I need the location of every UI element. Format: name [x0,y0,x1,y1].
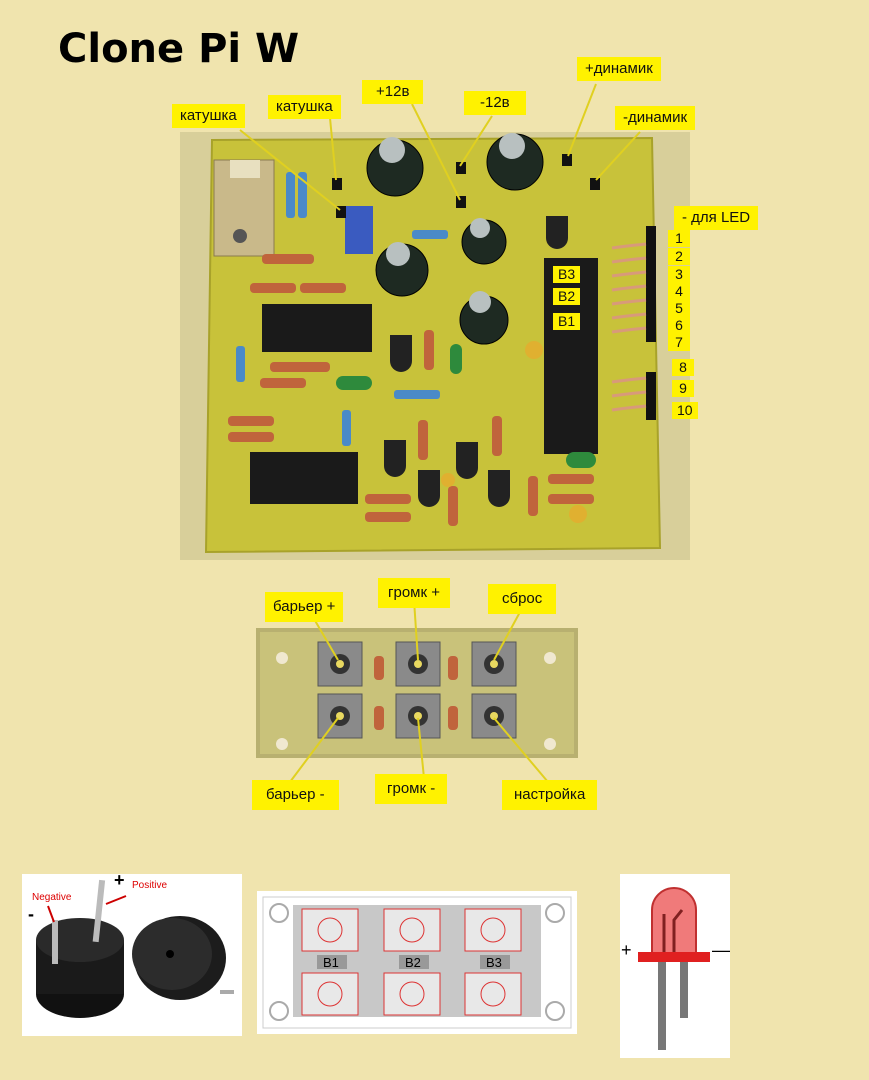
led-minus-sign: — [712,940,730,960]
layout-label-b3: B3 [486,955,502,970]
layout-label-b1: B1 [323,955,339,970]
led-panel: + — [620,874,730,1058]
led-pin: 1 [668,230,690,247]
label-b3: B3 [553,266,581,283]
label-coil-2: катушка [268,95,341,119]
led-pin: 7 [668,334,690,351]
label-speaker-minus: -динамик [615,106,696,130]
led-plus-sign: + [621,940,632,960]
label-b1: B1 [553,313,581,330]
led-pin: 4 [668,283,690,300]
label-volume-minus: громк - [375,774,448,804]
button-board [256,599,578,783]
buzzer-negative-label: Negative [32,892,72,903]
pointer-lines [239,83,641,211]
led-pin: 3 [668,266,690,283]
led-pin: 6 [668,317,690,334]
label-led-minus: - для LED [674,206,759,230]
led-pin: 10 [672,402,698,419]
led-pin: 9 [672,380,694,397]
led-pin: 8 [672,359,694,376]
connectors [332,154,656,420]
label-speaker-plus: +динамик [577,57,661,81]
resistors [228,254,594,526]
label-plus-12v: +12в [362,80,424,104]
voltage-regulator [213,159,275,257]
buzzer-minus-sign: - [28,904,34,924]
page-title: Clone Pi W [58,26,300,72]
label-setup: настройка [502,780,598,810]
button-layout-panel: B1 B2 B3 [257,891,577,1034]
buzzer-positive-label: Positive [132,880,168,891]
transistors [384,216,568,507]
buzzer-plus-sign: + [114,870,125,890]
label-minus-12v: -12в [464,91,526,115]
pcb-layout-diagram [262,896,572,1029]
led-pin: 2 [668,248,690,265]
label-coil-1: катушка [172,104,245,128]
label-b2: B2 [553,288,581,305]
layout-label-b2: B2 [405,955,421,970]
label-reset: сброс [488,584,557,614]
buzzer-icon [36,879,234,1018]
label-barrier-plus: барьер + [265,592,344,622]
label-volume-plus: громк + [378,578,450,608]
buzzer-panel: Negative Positive - + [22,870,242,1036]
led-icon [638,887,710,1050]
label-barrier-minus: барьер - [252,780,339,810]
led-pin: 5 [668,300,690,317]
